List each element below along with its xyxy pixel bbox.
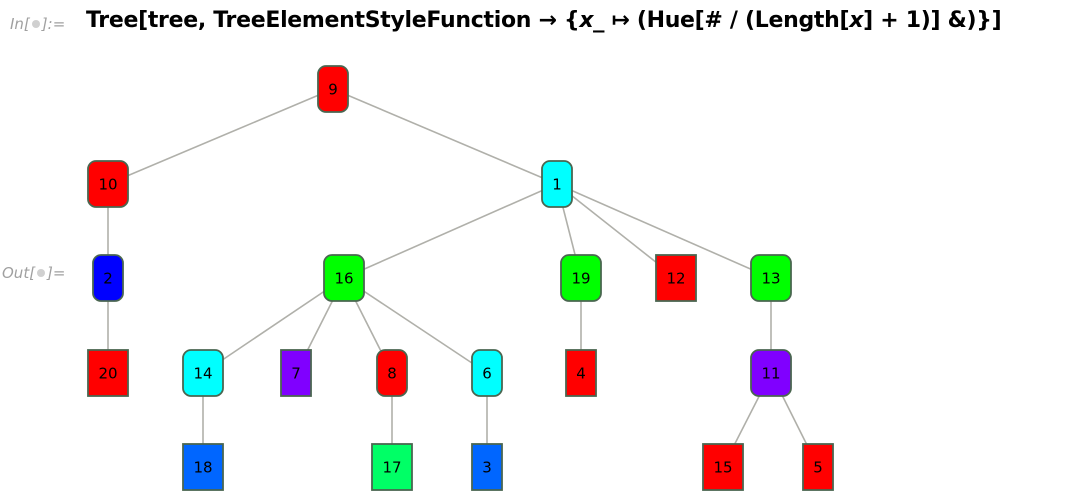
output-cell-label: Out[ ]= bbox=[2, 264, 65, 282]
tree-node-box bbox=[471, 349, 503, 397]
tree-node-box bbox=[323, 254, 365, 302]
tree-node-label: 12 bbox=[666, 270, 685, 288]
tree-node-box bbox=[471, 443, 503, 491]
tree-node-label: 3 bbox=[482, 459, 492, 477]
tree-node-16[interactable]: 16 bbox=[323, 254, 365, 302]
tree-node-box bbox=[655, 254, 697, 302]
cell-dot-icon bbox=[37, 268, 46, 277]
input-label-suffix: ]:= bbox=[41, 15, 66, 33]
tree-node-box bbox=[182, 349, 224, 397]
tree-node-box bbox=[87, 160, 129, 208]
cell-dot-icon bbox=[31, 19, 40, 28]
tree-node-box bbox=[560, 254, 602, 302]
tree-node-box bbox=[92, 254, 124, 302]
tree-node-label: 7 bbox=[291, 365, 301, 383]
input-label-prefix: In[ bbox=[10, 15, 30, 33]
input-code[interactable]: Tree[tree, TreeElementStyleFunction → {x… bbox=[86, 8, 1002, 33]
tree-node-box bbox=[565, 349, 597, 397]
tree-edge-16-6 bbox=[343, 277, 488, 374]
tree-edge-16-14 bbox=[202, 277, 345, 374]
tree-node-9[interactable]: 9 bbox=[317, 65, 349, 113]
tree-node-label: 11 bbox=[761, 365, 780, 383]
tree-node-18[interactable]: 18 bbox=[182, 443, 224, 491]
code-part: Tree[tree, TreeElementStyleFunction → { bbox=[86, 8, 580, 33]
tree-node-label: 10 bbox=[98, 176, 117, 194]
code-part-variable: x bbox=[849, 8, 864, 33]
tree-edge-1-16 bbox=[343, 183, 558, 279]
tree-node-box bbox=[750, 349, 792, 397]
tree-node-label: 6 bbox=[482, 365, 492, 383]
tree-node-box bbox=[280, 349, 312, 397]
tree-node-label: 13 bbox=[761, 270, 780, 288]
tree-node-box bbox=[541, 160, 573, 208]
input-cell-label: In[ ]:= bbox=[10, 15, 65, 33]
tree-node-box bbox=[87, 349, 129, 397]
tree-node-14[interactable]: 14 bbox=[182, 349, 224, 397]
tree-node-label: 9 bbox=[328, 81, 338, 99]
tree-node-label: 4 bbox=[576, 365, 586, 383]
tree-node-15[interactable]: 15 bbox=[702, 443, 744, 491]
code-part-pattern: x_ bbox=[579, 8, 604, 33]
tree-node-box bbox=[371, 443, 413, 491]
tree-node-11[interactable]: 11 bbox=[750, 349, 792, 397]
tree-node-box bbox=[317, 65, 349, 113]
tree-node-5[interactable]: 5 bbox=[802, 443, 834, 491]
tree-node-label: 1 bbox=[552, 176, 562, 194]
tree-node-label: 8 bbox=[387, 365, 397, 383]
tree-node-label: 19 bbox=[571, 270, 590, 288]
output-label-suffix: ]= bbox=[47, 264, 66, 282]
tree-node-3[interactable]: 3 bbox=[471, 443, 503, 491]
tree-node-6[interactable]: 6 bbox=[471, 349, 503, 397]
tree-node-label: 16 bbox=[334, 270, 353, 288]
tree-node-17[interactable]: 17 bbox=[371, 443, 413, 491]
tree-node-1[interactable]: 1 bbox=[541, 160, 573, 208]
tree-node-box bbox=[182, 443, 224, 491]
output-label-prefix: Out[ bbox=[2, 264, 36, 282]
code-part: ] + 1)] &)}] bbox=[863, 8, 1002, 33]
tree-edges bbox=[107, 88, 819, 468]
code-part: ↦ (Hue[# / (Length[ bbox=[603, 8, 850, 33]
tree-node-box bbox=[750, 254, 792, 302]
tree-node-label: 5 bbox=[813, 459, 823, 477]
tree-node-label: 15 bbox=[713, 459, 732, 477]
tree-node-box bbox=[376, 349, 408, 397]
tree-edge-1-13 bbox=[556, 183, 772, 279]
tree-node-2[interactable]: 2 bbox=[92, 254, 124, 302]
tree-node-label: 2 bbox=[103, 270, 113, 288]
tree-node-13[interactable]: 13 bbox=[750, 254, 792, 302]
tree-node-19[interactable]: 19 bbox=[560, 254, 602, 302]
tree-node-4[interactable]: 4 bbox=[565, 349, 597, 397]
tree-node-8[interactable]: 8 bbox=[376, 349, 408, 397]
tree-node-12[interactable]: 12 bbox=[655, 254, 697, 302]
tree-node-box bbox=[702, 443, 744, 491]
tree-node-label: 14 bbox=[193, 365, 212, 383]
tree-node-20[interactable]: 20 bbox=[87, 349, 129, 397]
tree-node-7[interactable]: 7 bbox=[280, 349, 312, 397]
tree-node-label: 17 bbox=[382, 459, 401, 477]
tree-node-box bbox=[802, 443, 834, 491]
tree-node-label: 20 bbox=[98, 365, 117, 383]
tree-node-label: 18 bbox=[193, 459, 212, 477]
tree-edge-9-1 bbox=[332, 88, 558, 185]
tree-node-10[interactable]: 10 bbox=[87, 160, 129, 208]
tree-edge-9-10 bbox=[107, 88, 334, 185]
